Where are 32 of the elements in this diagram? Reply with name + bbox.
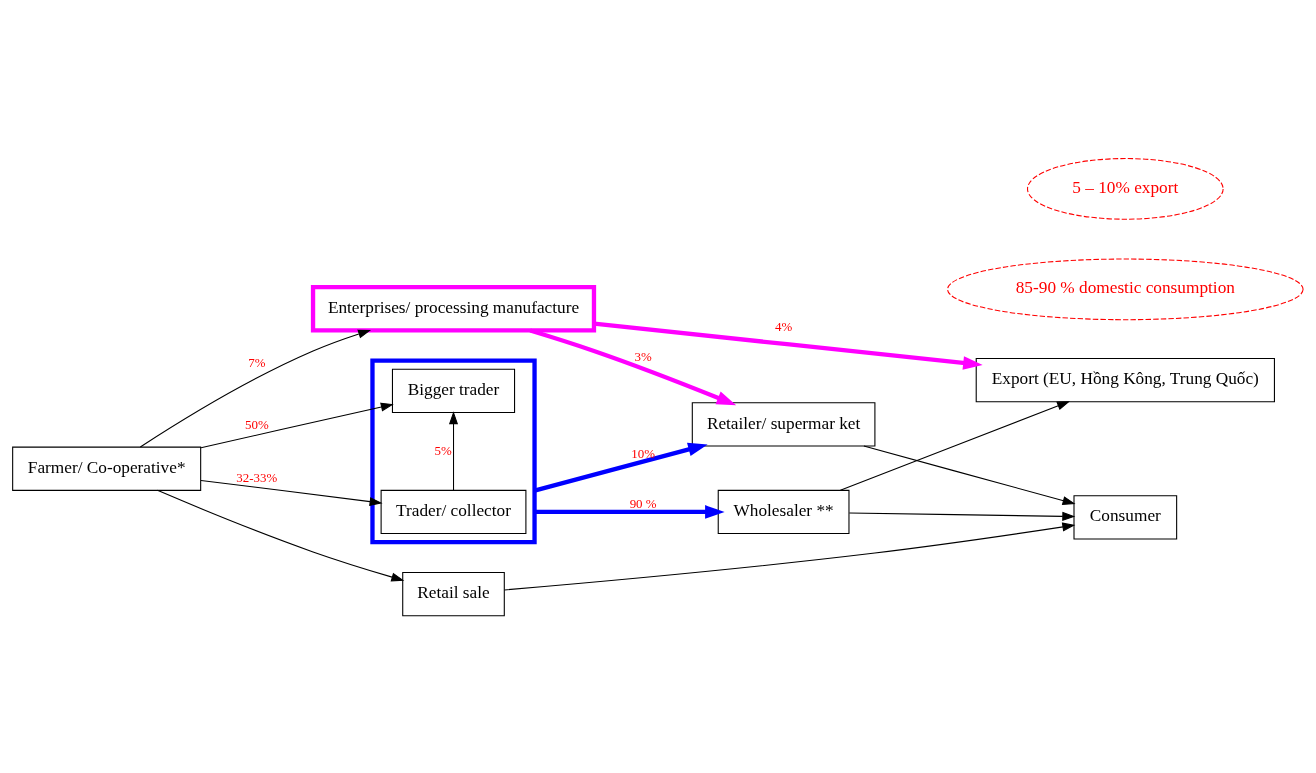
edge-label: 50% [244, 416, 269, 432]
arrow [503, 521, 1076, 590]
node-box: Export (EU, Hồng Kông, Trung Quốc) [975, 357, 1275, 402]
node-box: Enterprises/ processing manufacture [310, 284, 597, 333]
arrow [200, 402, 394, 448]
node-box: Wholesaler ** [717, 489, 850, 534]
edge-label: 5% [434, 442, 452, 458]
arrow [529, 327, 737, 405]
node-ellipse: 85-90 % domestic consumption [947, 258, 1304, 320]
node-box: Retail sale [402, 571, 505, 616]
arrow [200, 479, 383, 506]
node-box: Farmer/ Co-operative* [12, 446, 202, 491]
edge-label: 32-33% [236, 469, 278, 485]
arrow [534, 504, 725, 519]
arrow [448, 410, 459, 491]
node-box: Retailer/ supermar ket [691, 401, 876, 447]
arrow [156, 489, 405, 581]
edge-label: 90 % [629, 495, 657, 511]
edge-label: 7% [248, 354, 266, 370]
arrow [863, 445, 1076, 505]
edge-label: 4% [774, 318, 793, 334]
node-ellipse: 5 – 10% export [1027, 157, 1224, 220]
arrow [839, 400, 1071, 491]
arrow [848, 511, 1076, 521]
node-box: Bigger trader [391, 368, 516, 413]
arrow [534, 442, 708, 493]
node-box: Trader/ collector [380, 489, 527, 534]
arrow [139, 329, 372, 447]
arrow [593, 321, 983, 370]
edge-label: 10% [631, 444, 656, 460]
edge-label: 3% [634, 348, 652, 364]
node-box: Consumer [1073, 494, 1178, 539]
